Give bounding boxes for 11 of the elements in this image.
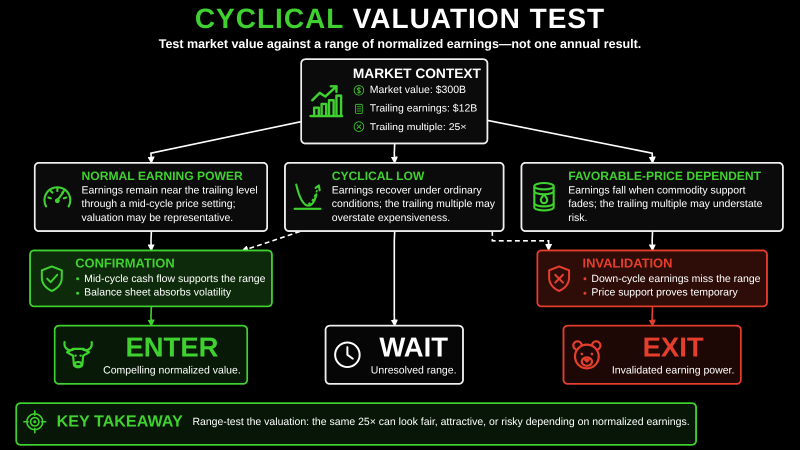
arrow <box>391 144 398 164</box>
title: CYCLICAL VALUATION TEST <box>194 3 606 35</box>
arrow <box>649 306 656 326</box>
subtitle: Test market value against a range of normalized earnings—not one annual result. <box>158 36 642 52</box>
arrow <box>649 231 656 252</box>
arrow <box>148 120 302 164</box>
arrow <box>492 231 553 251</box>
arrow <box>148 231 156 252</box>
arrow <box>488 120 656 164</box>
arrow <box>391 231 398 326</box>
arrow <box>148 306 156 326</box>
